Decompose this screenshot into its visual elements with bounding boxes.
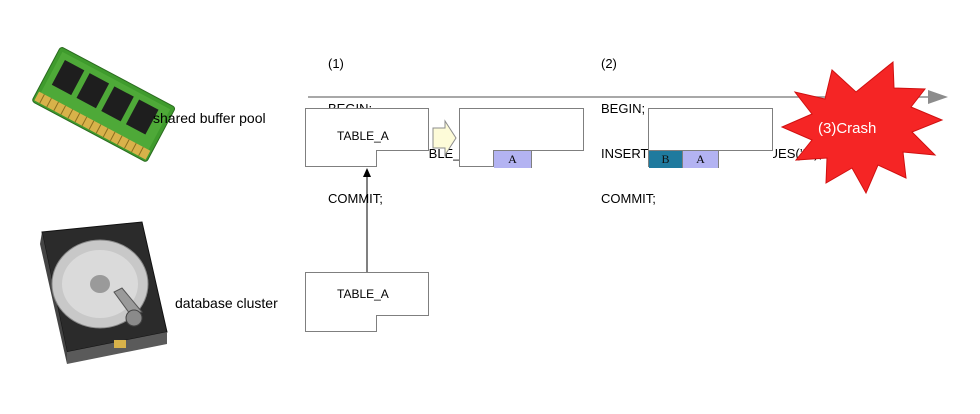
buffer-page-after-step-2: B A xyxy=(648,108,773,168)
buffer-page-after-step-1: A xyxy=(459,108,584,168)
crash-label: (3)Crash xyxy=(818,120,877,137)
buffer-page-initial-title: TABLE_A xyxy=(337,129,389,143)
database-cluster-label: database cluster xyxy=(175,295,278,311)
buffer-page-initial: TABLE_A xyxy=(305,108,429,167)
disk-page-title: TABLE_A xyxy=(337,287,389,301)
disk-page: TABLE_A xyxy=(305,272,429,332)
buffer-page-after-step-2-slot: B A xyxy=(649,150,773,168)
tuple-a: A xyxy=(683,151,719,168)
tuple-b: B xyxy=(649,151,683,168)
shared-buffer-pool-label: shared buffer pool xyxy=(153,110,266,126)
step-1-number: (1) xyxy=(328,56,344,71)
step-1-commit: COMMIT; xyxy=(328,191,383,206)
buffer-page-initial-slot xyxy=(376,150,429,167)
step-2-number: (2) xyxy=(601,56,617,71)
step-2-begin: BEGIN; xyxy=(601,101,646,116)
tuple-a: A xyxy=(494,151,532,168)
step-2-commit: COMMIT; xyxy=(601,191,656,206)
buffer-page-after-step-1-slot: A xyxy=(493,150,584,168)
disk-page-slot xyxy=(376,315,429,332)
